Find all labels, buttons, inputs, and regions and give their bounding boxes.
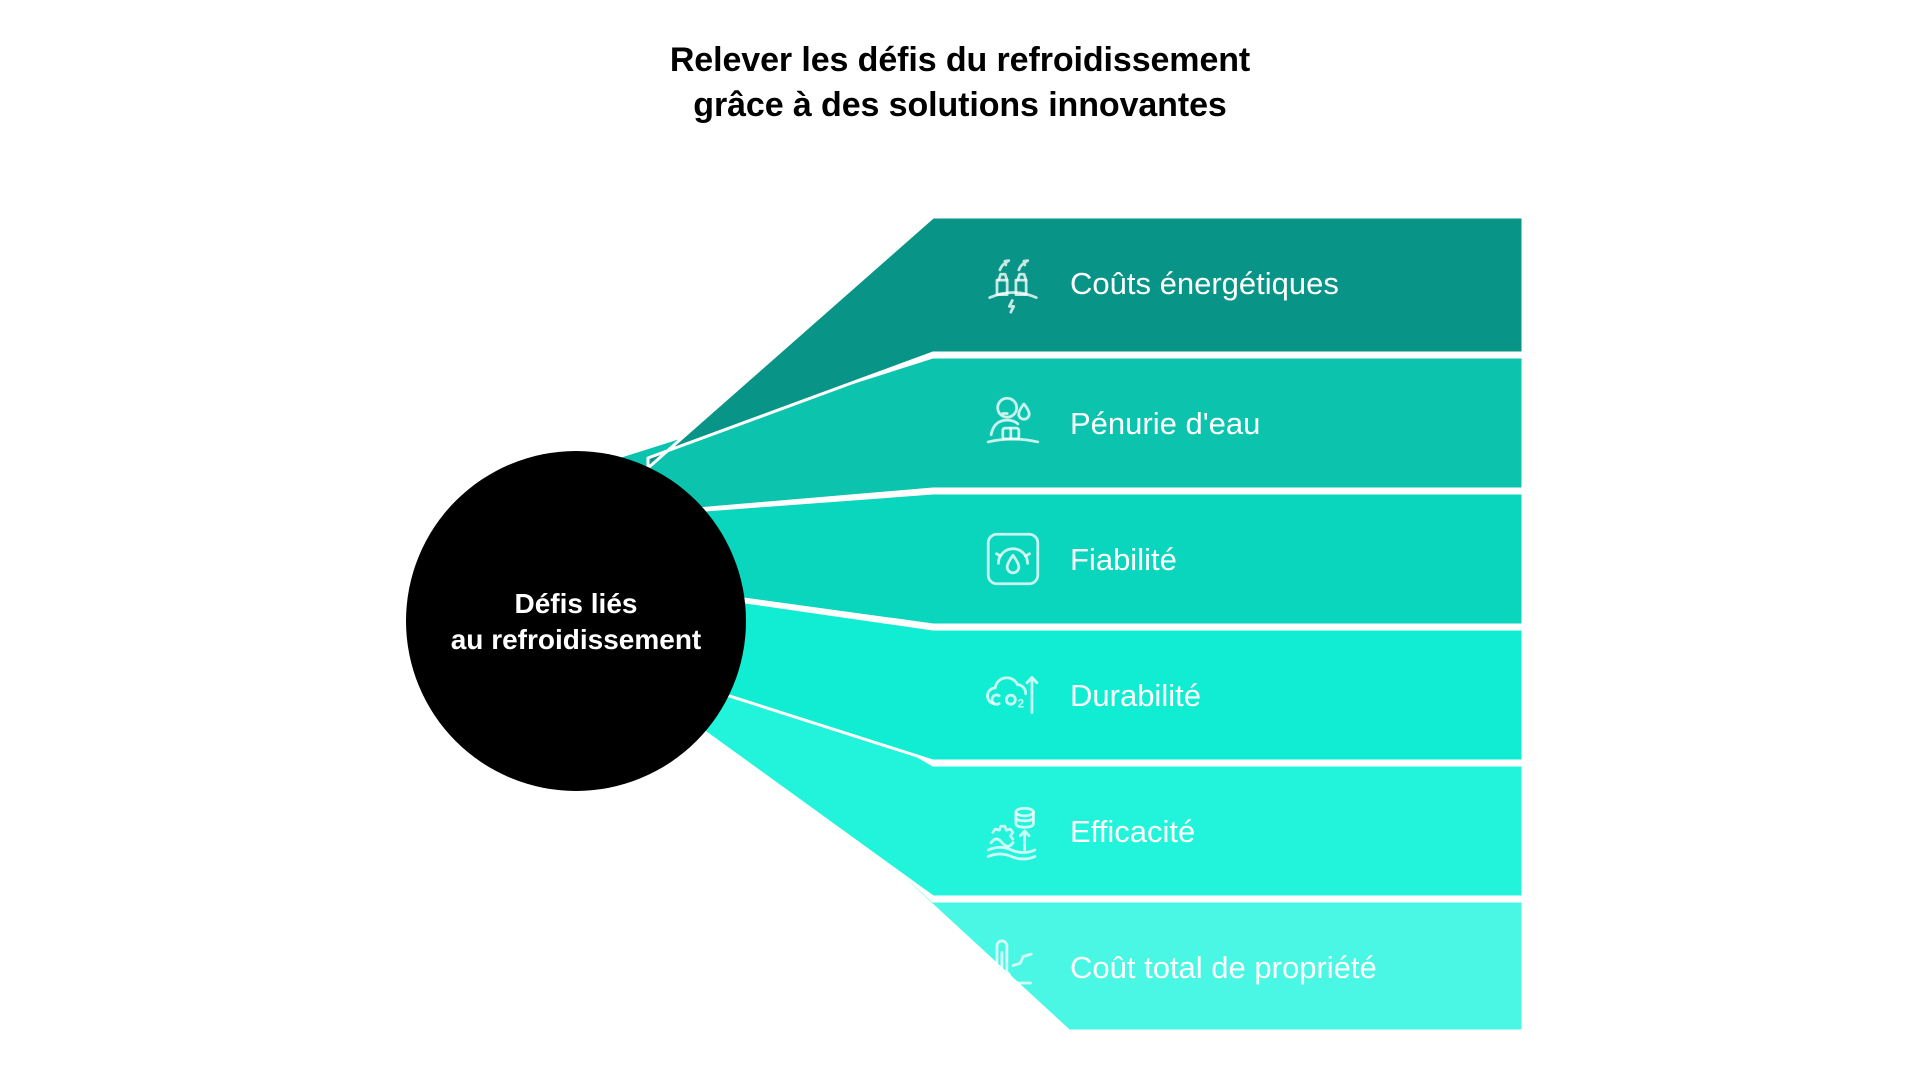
band-row-5[interactable]: Efficacité <box>978 765 1195 897</box>
power-plant-icon <box>978 248 1048 318</box>
water-scarcity-icon <box>978 388 1048 458</box>
band-row-3[interactable]: Fiabilité <box>978 493 1177 625</box>
svg-text:2: 2 <box>1018 698 1025 711</box>
thermometer-trend-icon <box>978 932 1048 1002</box>
hub-circle[interactable] <box>406 451 746 791</box>
band-label-1: Coûts énergétiques <box>1070 265 1339 301</box>
band-label-2: Pénurie d'eau <box>1070 405 1261 441</box>
band-label-5: Efficacité <box>1070 813 1196 849</box>
band-row-6[interactable]: Coût total de propriété <box>978 901 1377 1033</box>
band-row-1[interactable]: Coûts énergétiques <box>978 217 1339 349</box>
band-label-6: Coût total de propriété <box>1070 949 1377 985</box>
band-row-2[interactable]: Pénurie d'eau <box>978 357 1260 489</box>
band-label-4: Durabilité <box>1070 677 1201 713</box>
gauge-icon <box>978 524 1048 594</box>
co2-cloud-arrow-icon: 2 <box>978 660 1048 730</box>
band-row-4[interactable]: 2 Durabilité <box>978 629 1201 761</box>
gear-water-arrow-icon <box>978 796 1048 866</box>
band-label-3: Fiabilité <box>1070 541 1177 577</box>
